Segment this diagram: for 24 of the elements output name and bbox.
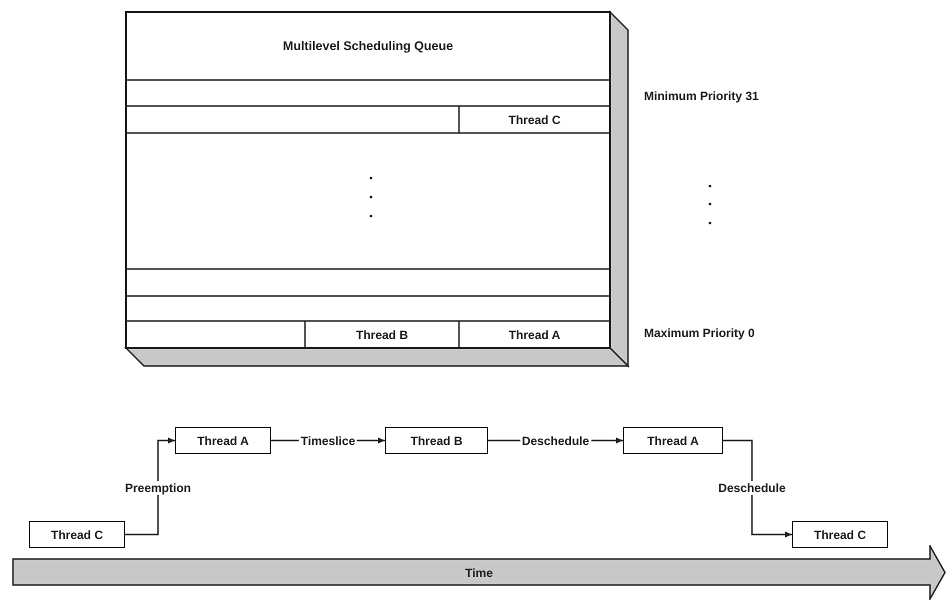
thread-box: [29, 521, 125, 548]
edge-label: Deschedule: [716, 480, 788, 494]
edge-label: Deschedule: [520, 434, 592, 448]
node-text: Thread A: [647, 434, 699, 448]
edge-label: Timeslice: [298, 434, 358, 448]
thread-box: [623, 427, 723, 454]
thread-box: [385, 427, 488, 454]
arrow: [125, 438, 175, 536]
time-arrow: [12, 545, 946, 600]
node-text: Thread C: [50, 528, 103, 542]
arrow: [723, 440, 792, 538]
node-text: Time: [465, 566, 493, 580]
node-text: Thread B: [356, 328, 408, 342]
node-text: Thread B: [410, 434, 462, 448]
thread-box: [175, 427, 271, 454]
priority-label: Maximum Priority 0: [644, 326, 755, 340]
node-text: Thread A: [197, 434, 249, 448]
edge-label: Preemption: [123, 480, 193, 494]
priority-label: Minimum Priority 31: [644, 89, 759, 103]
node-text: Thread A: [508, 328, 560, 342]
node-text: Thread C: [814, 528, 866, 542]
node-text: Multilevel Scheduling Queue: [282, 39, 454, 53]
node-text: Thread C: [508, 112, 560, 126]
thread-box: [792, 521, 888, 548]
